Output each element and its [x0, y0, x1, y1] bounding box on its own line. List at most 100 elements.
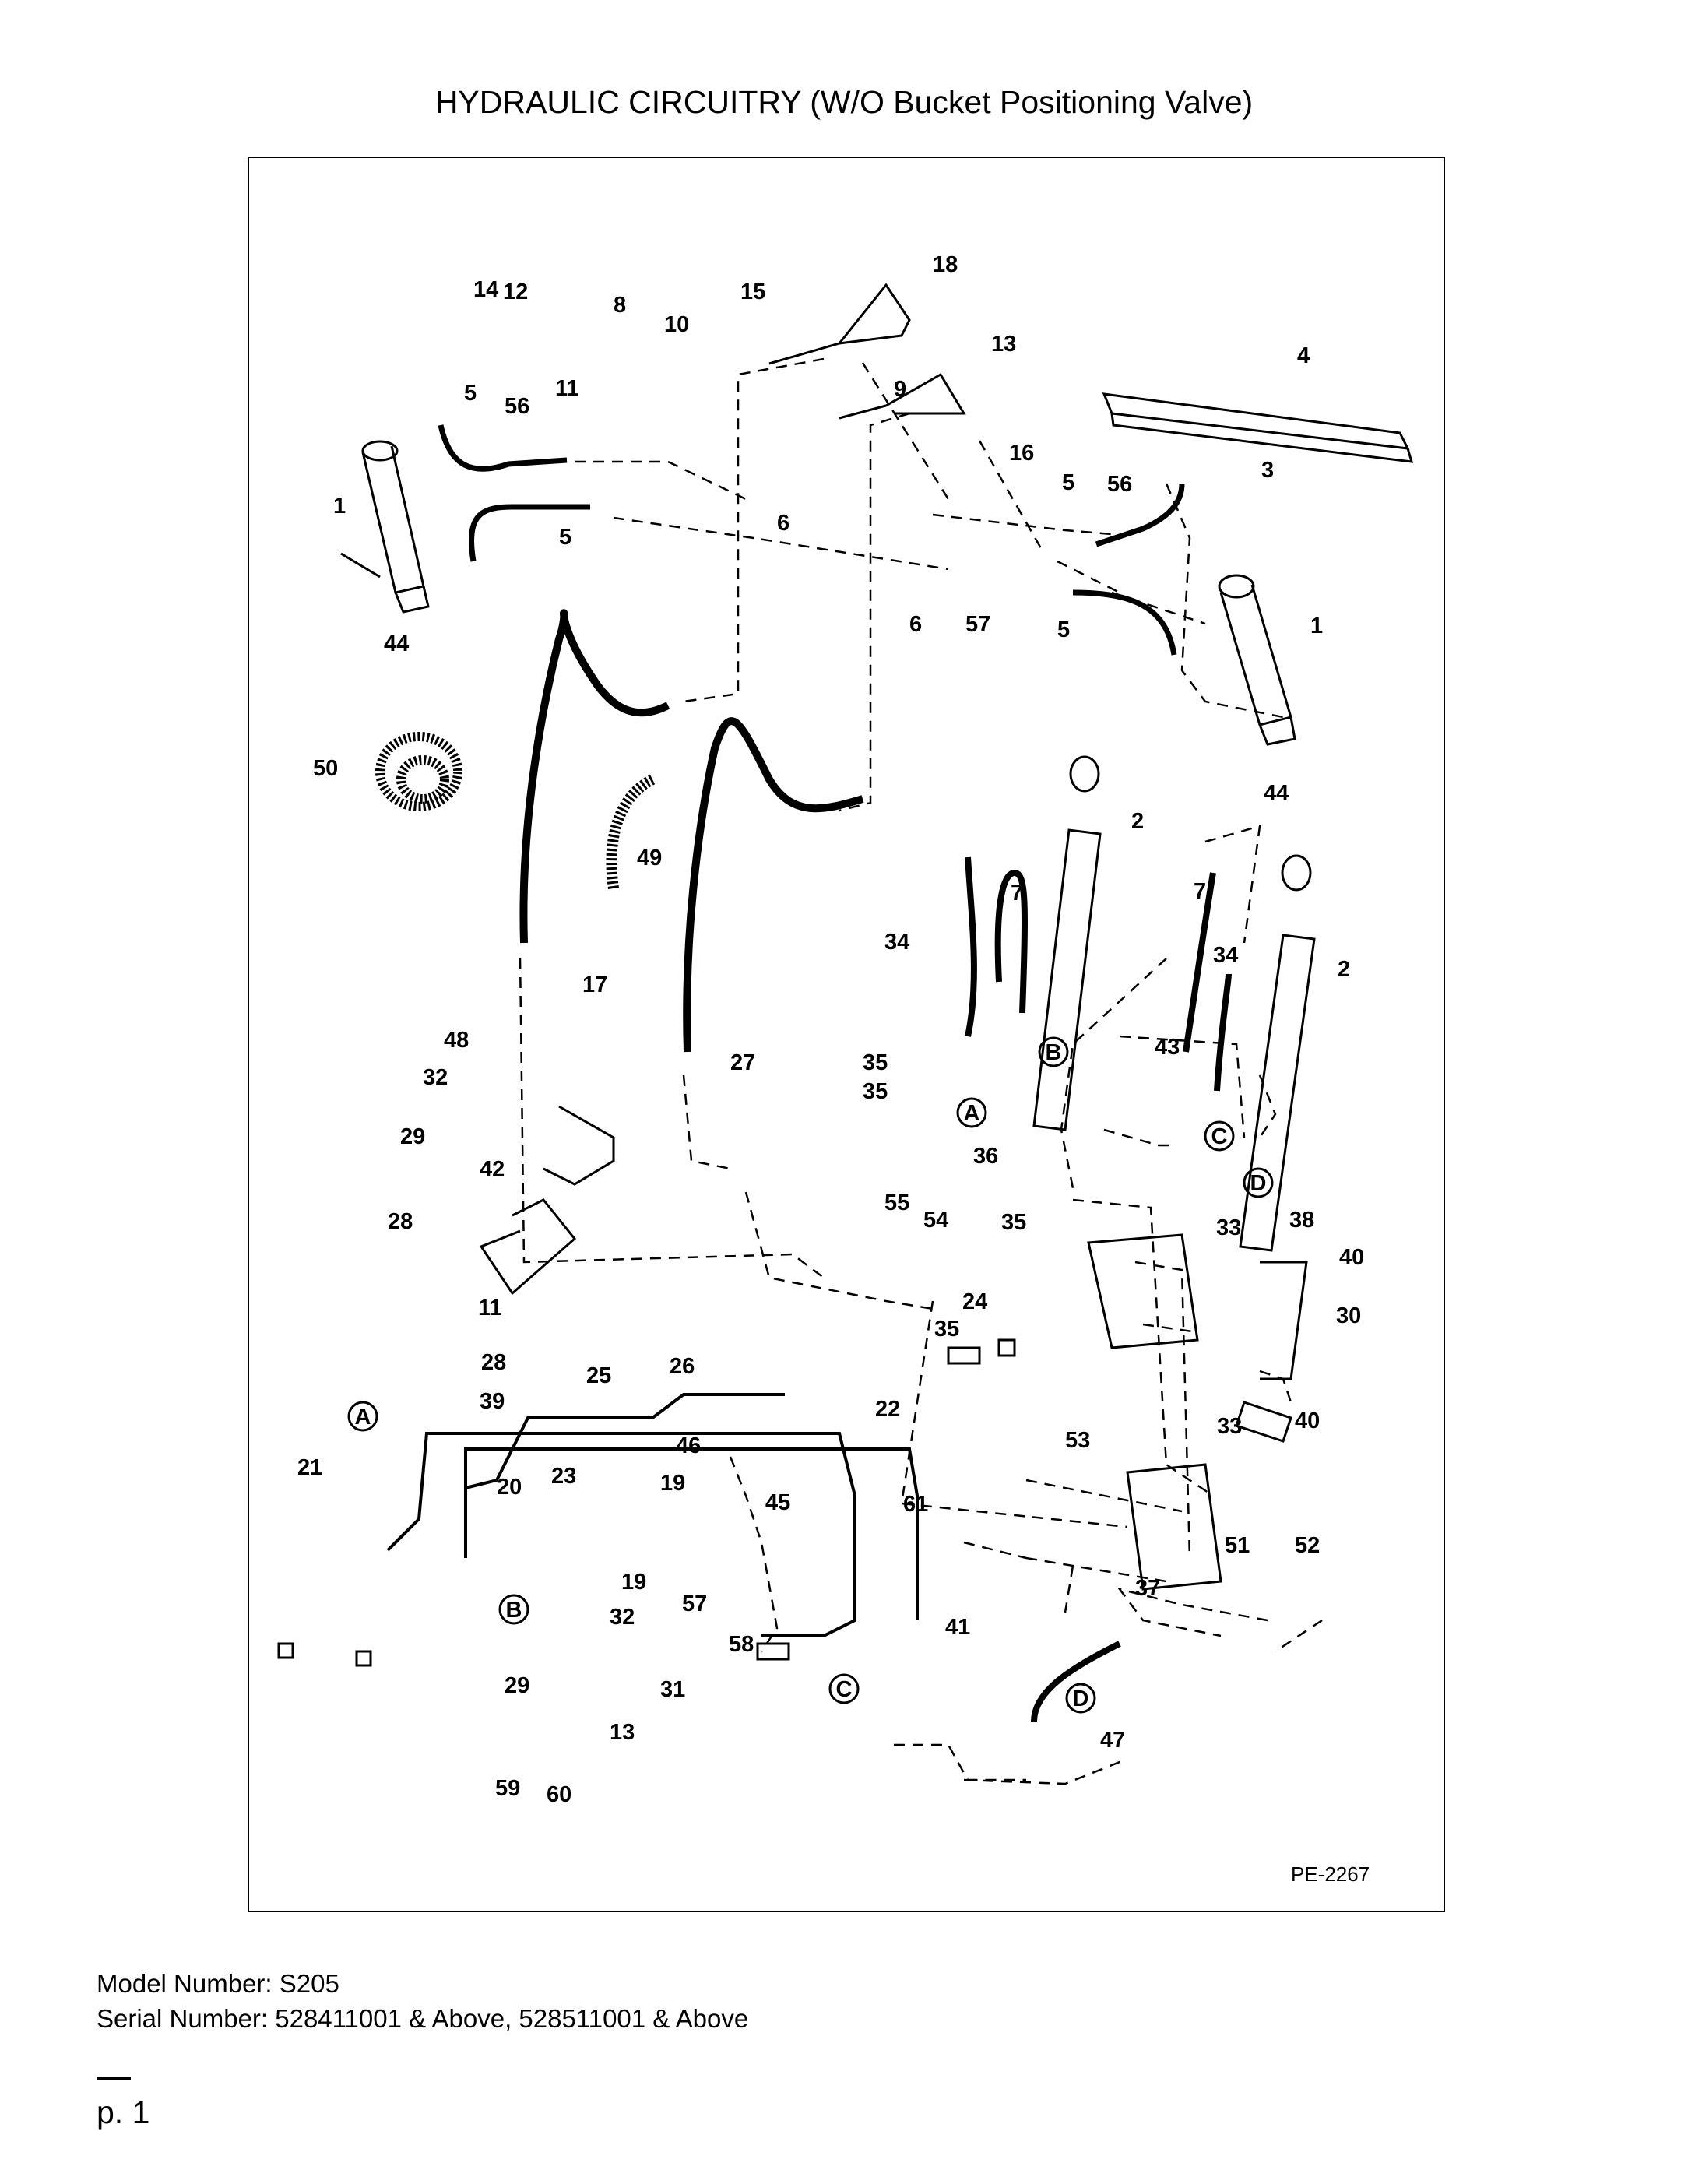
footer: Model Number: S205 Serial Number: 528411… [97, 1966, 748, 2036]
page-number: p. 1 [97, 2094, 150, 2130]
callout: 38 [1289, 1208, 1314, 1233]
callout: 42 [480, 1157, 505, 1182]
callout: 33 [1216, 1215, 1241, 1240]
callout: 13 [991, 332, 1016, 357]
connector-a: A [964, 1101, 980, 1126]
callout: 32 [610, 1605, 635, 1630]
model-number: Model Number: S205 [97, 1969, 339, 1998]
lift-cylinder-right [1218, 574, 1296, 746]
callout: 43 [1155, 1035, 1180, 1060]
callout: 8 [614, 293, 626, 318]
callout: 5 [559, 525, 571, 550]
callout: 37 [1135, 1576, 1160, 1601]
step-plate-3 [1102, 392, 1414, 463]
callout: 7 [1194, 879, 1206, 904]
connector-letters: A B C D A B C D [355, 1040, 1267, 1711]
callout: 13 [610, 1720, 635, 1745]
callout: 34 [884, 930, 909, 955]
callout: 10 [664, 312, 689, 337]
tubes-26-27 [479, 1105, 615, 1296]
hose-49 [606, 774, 656, 889]
callouts: 14 12 8 10 11 5 56 1 5 44 15 18 13 9 16 … [297, 252, 1364, 1807]
dashed-routes [519, 357, 1323, 1785]
callout: 44 [384, 631, 409, 656]
callout: 36 [973, 1144, 998, 1169]
callout: 35 [934, 1317, 959, 1342]
callout: 17 [582, 972, 607, 997]
serial-number: Serial Number: 528411001 & Above, 528511… [97, 2004, 749, 2033]
hydraulic-diagram: A B C D A B C D 14 12 8 10 11 5 56 1 5 4… [277, 252, 1414, 1886]
callout: 35 [1001, 1210, 1026, 1235]
callout: 7 [1011, 881, 1023, 906]
tilt-cylinder-left [1032, 755, 1102, 1131]
callout: 53 [1065, 1428, 1090, 1453]
callout: 49 [637, 846, 662, 870]
callout: 12 [503, 280, 528, 304]
callout: 46 [676, 1433, 701, 1458]
hose-coil-50 [375, 732, 462, 811]
callout: 35 [863, 1050, 888, 1075]
page-divider [97, 2077, 131, 2080]
callout: 56 [505, 394, 529, 419]
callout: 45 [765, 1490, 790, 1515]
connector-d: D [1250, 1171, 1267, 1196]
callout: 58 [729, 1632, 754, 1657]
callout: 29 [400, 1124, 425, 1149]
callout: 50 [313, 756, 338, 781]
callout: 27 [730, 1050, 755, 1075]
callout: 51 [1225, 1533, 1250, 1558]
callout: 44 [1264, 781, 1289, 806]
fittings [277, 1338, 1016, 1667]
hoses-34-7 [965, 856, 1232, 1092]
control-valve [1087, 1233, 1292, 1591]
callout: 5 [1062, 470, 1074, 495]
callout: 14 [473, 277, 498, 302]
connector-c: C [1211, 1124, 1228, 1149]
callout: 56 [1107, 472, 1132, 497]
callout: 57 [682, 1591, 707, 1616]
callout: 18 [933, 252, 958, 277]
callout: 2 [1338, 957, 1350, 982]
diagram-frame [248, 157, 1445, 1912]
callout: 48 [444, 1028, 469, 1053]
callout: 30 [1336, 1303, 1361, 1328]
callout: 23 [551, 1464, 576, 1489]
callout: 47 [1100, 1728, 1125, 1753]
callout: 55 [884, 1190, 909, 1215]
callout: 1 [333, 494, 346, 519]
callout: 5 [1057, 617, 1070, 642]
callout: 26 [670, 1354, 695, 1379]
page-title: HYDRAULIC CIRCUITRY (W/O Bucket Position… [434, 84, 1254, 120]
callout: 28 [388, 1209, 413, 1234]
callout: 24 [962, 1289, 987, 1314]
tubes-15-16 [768, 283, 966, 420]
callout: 61 [903, 1492, 928, 1517]
callout: 28 [481, 1350, 506, 1375]
figure-code: PE-2267 [1291, 1862, 1370, 1886]
hoses-17 [519, 609, 864, 1053]
callout: 19 [660, 1471, 685, 1496]
connector-b: B [506, 1598, 522, 1623]
hose-41 [1031, 1641, 1121, 1722]
callout: 34 [1213, 943, 1238, 968]
callout: 52 [1295, 1533, 1320, 1558]
callout: 54 [923, 1208, 948, 1233]
callout: 41 [945, 1615, 970, 1640]
callout: 57 [965, 612, 990, 637]
callout: 6 [909, 612, 922, 637]
bracket-38 [1260, 1261, 1308, 1380]
connector-a: A [355, 1405, 371, 1430]
callout: 32 [423, 1065, 448, 1090]
callout: 20 [497, 1475, 522, 1500]
callout: 15 [740, 280, 765, 304]
connector-c: C [836, 1677, 853, 1702]
callout: 3 [1261, 458, 1274, 483]
callout: 31 [660, 1677, 685, 1702]
callout: 9 [894, 377, 906, 402]
callout: 1 [1310, 614, 1323, 638]
callout: 33 [1217, 1414, 1242, 1439]
callout: 40 [1295, 1409, 1320, 1433]
callout: 22 [875, 1397, 900, 1422]
callout: 39 [480, 1389, 505, 1414]
callout: 25 [586, 1363, 611, 1388]
